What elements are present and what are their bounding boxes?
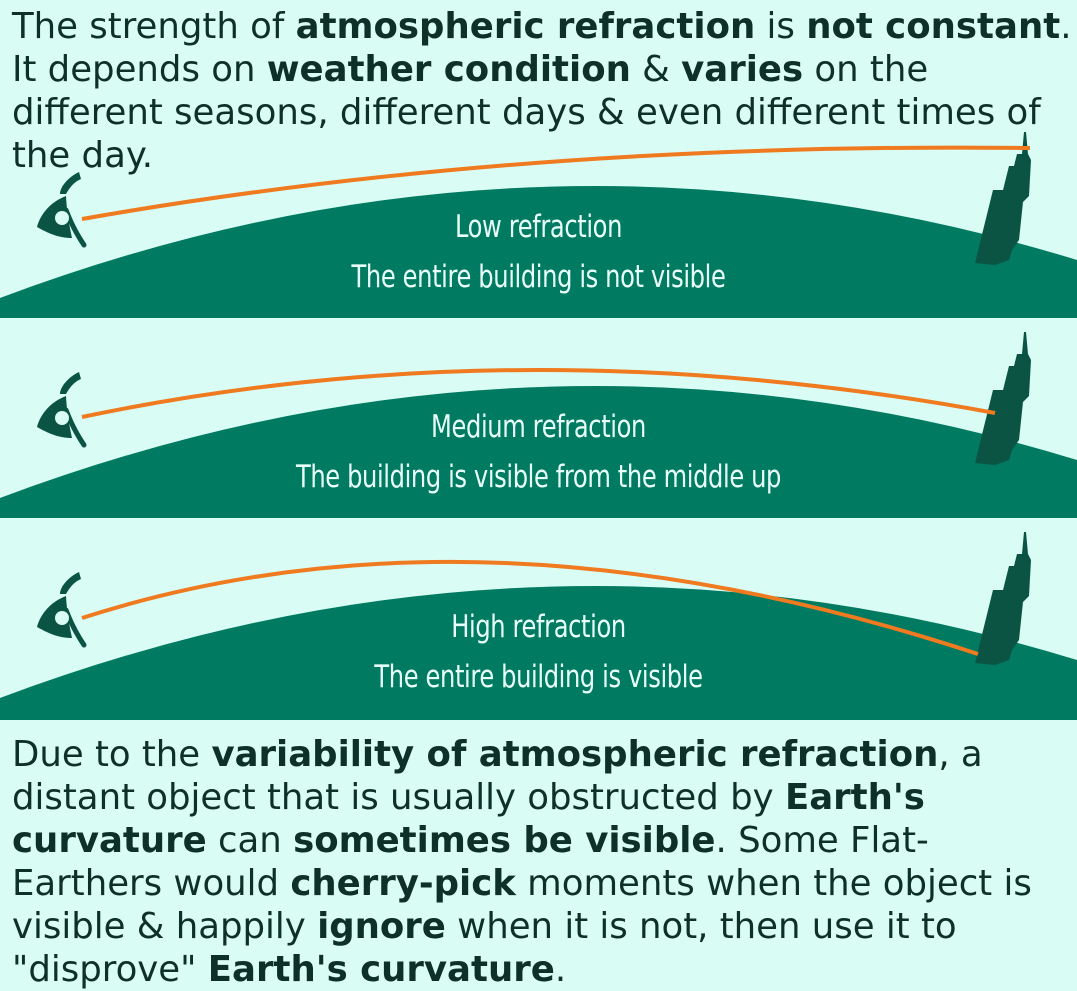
intro-bold: atmospheric refraction xyxy=(295,6,756,47)
skyscraper-icon xyxy=(975,132,1031,265)
eye-icon xyxy=(37,372,87,448)
outro-bold: Earth's curvature xyxy=(207,949,555,990)
intro-text: & xyxy=(630,49,682,90)
eye-icon xyxy=(37,572,87,648)
light-ray xyxy=(81,559,979,656)
high-refraction-diagram xyxy=(0,532,1077,720)
divider xyxy=(0,318,1077,321)
earth-curvature xyxy=(0,586,1077,720)
intro-bold: varies xyxy=(681,49,804,90)
intro-text: . It depends on xyxy=(12,6,1072,90)
panel-title: Medium refraction xyxy=(431,409,646,445)
divider xyxy=(0,518,1077,521)
outro-bold: Earth's curvature xyxy=(12,777,925,861)
panel-caption: Medium refraction The building is visibl… xyxy=(259,402,818,502)
light-ray xyxy=(81,145,1031,221)
intro-text: is xyxy=(755,6,807,47)
outro-bold: variability of atmospheric refraction xyxy=(211,734,939,775)
intro-text: The strength of xyxy=(12,6,296,47)
outro-bold: cherry-pick xyxy=(290,863,516,904)
skyscraper-icon xyxy=(975,532,1031,665)
outro-text: can xyxy=(206,820,294,861)
light-ray xyxy=(81,367,996,419)
outro-text: moments when the object is visible & hap… xyxy=(12,863,1032,947)
panel-subtitle: The entire building is visible xyxy=(374,659,703,695)
skyscraper-icon xyxy=(975,332,1031,465)
panel-high-refraction: High refraction The entire building is v… xyxy=(0,520,1077,720)
outro-bold: sometimes be visible xyxy=(293,820,716,861)
outro-bold: ignore xyxy=(317,906,446,947)
infographic: The strength of atmospheric refraction i… xyxy=(0,5,1077,990)
panel-medium-refraction: Medium refraction The building is visibl… xyxy=(0,320,1077,520)
outro-text: . xyxy=(554,949,567,990)
intro-bold: not constant xyxy=(806,6,1061,47)
conclusion-paragraph: Due to the variability of atmospheric re… xyxy=(12,733,1070,991)
panel-title: High refraction xyxy=(451,609,626,645)
outro-text: Due to the xyxy=(12,734,212,775)
eye-icon xyxy=(37,172,87,248)
intro-paragraph: The strength of atmospheric refraction i… xyxy=(12,5,1072,177)
earth-curvature xyxy=(0,186,1077,320)
medium-refraction-diagram xyxy=(0,332,1077,520)
low-refraction-diagram xyxy=(0,132,1077,320)
panel-caption: Low refraction The entire building is no… xyxy=(259,202,818,302)
panel-subtitle: The entire building is not visible xyxy=(351,259,726,295)
intro-text: on the different seasons, different days… xyxy=(12,49,1041,176)
panel-subtitle: The building is visible from the middle … xyxy=(295,459,782,495)
panel-title: Low refraction xyxy=(454,209,623,245)
outro-text: , a distant object that is usually obstr… xyxy=(12,734,983,818)
panel-low-refraction: Low refraction The entire building is no… xyxy=(0,120,1077,320)
outro-text: . Some Flat-Earthers would xyxy=(12,820,929,904)
earth-curvature xyxy=(0,386,1077,520)
panel-caption: High refraction The entire building is v… xyxy=(259,602,818,702)
intro-bold: weather condition xyxy=(266,49,631,90)
